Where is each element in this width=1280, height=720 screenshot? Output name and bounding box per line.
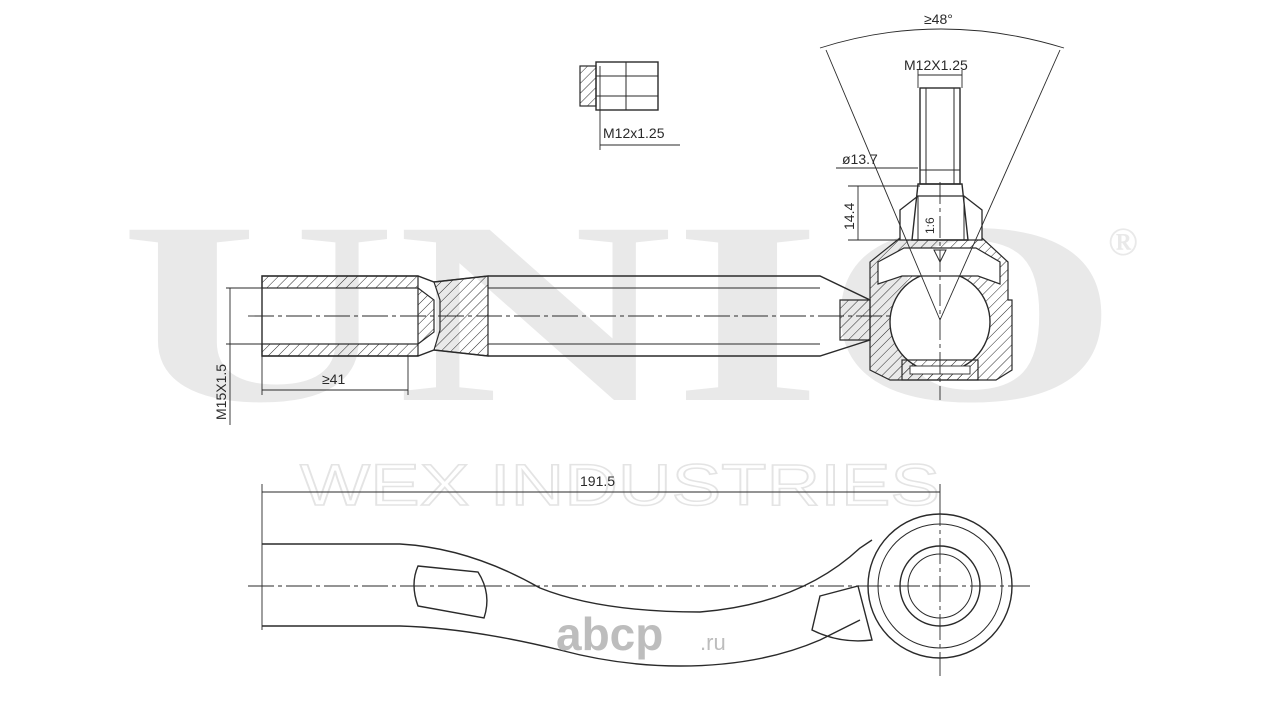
ball-joint-housing: [839, 182, 1013, 400]
lock-nut: M12x1.25: [579, 61, 680, 150]
stud-thread-label: M12X1.25: [904, 57, 968, 73]
site-logo-tld: .ru: [700, 630, 726, 655]
tie-rod-top-view: 191.5: [248, 473, 1030, 676]
taper-ratio-label: 1:6: [923, 217, 937, 234]
stud-height-label: 14.4: [841, 203, 857, 230]
ball-stud: 1:6: [911, 87, 969, 241]
site-logo-name: abcp: [556, 608, 663, 660]
inner-thread-label: M15X1.5: [213, 364, 229, 420]
taper-angle-dimension: ≥48° M12X1.25: [819, 11, 1065, 321]
overall-length-label: 191.5: [580, 473, 615, 489]
watermark-registered: ®: [1108, 219, 1138, 264]
inner-thread-dimension: M15X1.5 ≥41: [213, 287, 409, 425]
site-logo: abcp .ru: [556, 608, 726, 660]
stud-size-dimensions: ø13.7 14.4: [836, 151, 920, 241]
watermark-company: WEX INDUSTRIES: [300, 453, 940, 518]
taper-angle-label: ≥48°: [924, 11, 953, 27]
stud-diameter-label: ø13.7: [842, 151, 878, 167]
tie-rod-shank: [248, 275, 980, 357]
thread-depth-label: ≥41: [322, 371, 345, 387]
nut-thread-label: M12x1.25: [603, 125, 665, 141]
